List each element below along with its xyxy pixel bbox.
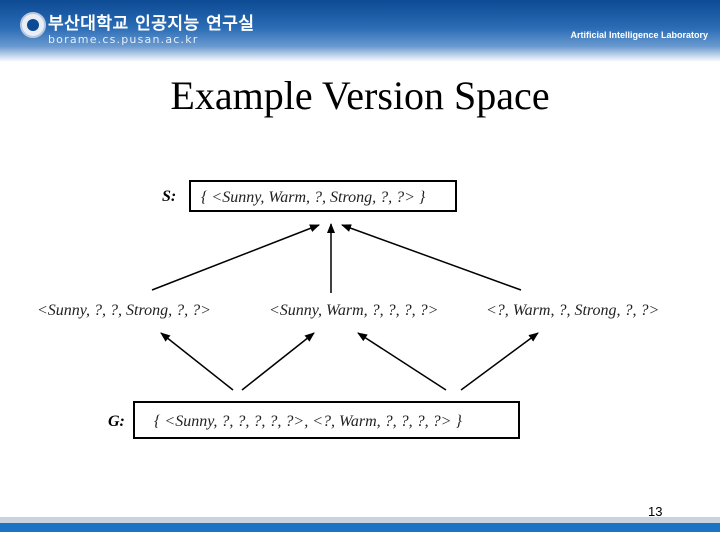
specific-boundary-box: { <Sunny, Warm, ?, Strong, ?, ?> } [189,180,457,212]
lab-name: Artificial Intelligence Laboratory [570,30,708,40]
hypothesis-warm-strong: <?, Warm, ?, Strong, ?, ?> [486,302,660,319]
lab-url: borame.cs.pusan.ac.kr [48,33,199,46]
hypothesis-sunny-strong: <Sunny, ?, ?, Strong, ?, ?> [37,302,211,319]
specific-boundary-label: S: [162,188,177,205]
footer-gray-bar [0,517,720,523]
slide-title: Example Version Space [170,73,550,118]
hypothesis-sunny-warm: <Sunny, Warm, ?, ?, ?, ?> [269,302,439,319]
university-logo-icon [20,12,46,38]
header-banner: 부산대학교 인공지능 연구실 borame.cs.pusan.ac.kr Art… [0,0,720,62]
arrow-g-to-m3a [460,332,539,391]
general-boundary-box: { <Sunny, ?, ?, ?, ?, ?>, <?, Warm, ?, ?… [133,401,520,439]
footer-blue-bar [0,523,720,532]
arrow-g-to-m2b [357,332,447,391]
arrow-m1-to-s [151,224,320,291]
arrow-m3-to-s [341,224,522,291]
general-boundary-label: G: [108,413,125,430]
arrow-g-to-m1a [160,332,234,391]
arrow-g-to-m2a [241,332,315,391]
university-name: 부산대학교 인공지능 연구실 [48,14,255,34]
page-number: 13 [648,504,663,519]
